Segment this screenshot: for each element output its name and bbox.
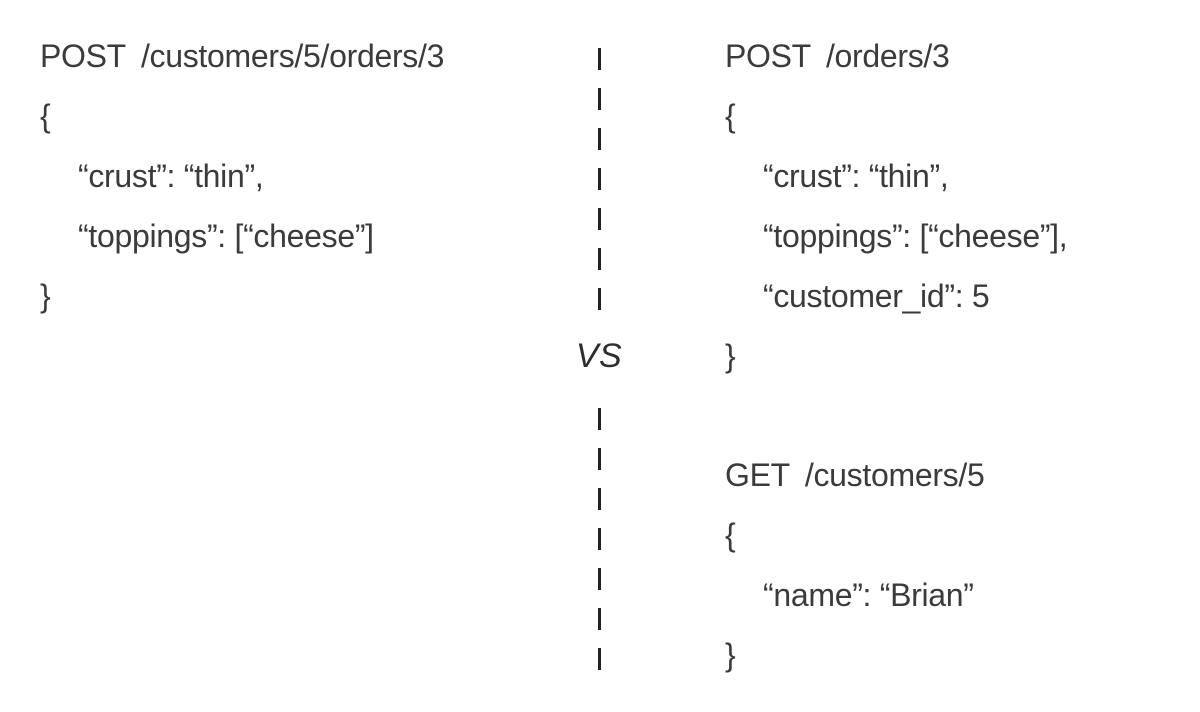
json-property-customer-id: “customer_id”: 5 [763, 278, 990, 314]
request-path: /customers/5 [804, 457, 985, 493]
json-close-brace: } [725, 338, 736, 374]
json-open-brace: { [725, 98, 736, 134]
json-open-brace: { [40, 98, 51, 134]
request-line: POST/customers/5/orders/3 [40, 26, 444, 86]
json-property-name: “name”: “Brian” [763, 577, 974, 613]
request-path: /customers/5/orders/3 [140, 38, 445, 74]
request-line: GET/customers/5 [725, 445, 985, 505]
json-property-toppings: “toppings”: [“cheese”] [78, 218, 374, 254]
json-close-brace: } [40, 278, 51, 314]
nested-route-request: POST/customers/5/orders/3 { “crust”: “th… [40, 26, 444, 326]
get-customer-request: GET/customers/5 { “name”: “Brian” } [725, 445, 985, 685]
http-method: GET [725, 457, 790, 493]
request-line: POST/orders/3 [725, 26, 1067, 86]
flat-route-post-request: POST/orders/3 { “crust”: “thin”, “toppin… [725, 26, 1068, 386]
json-close-brace: } [725, 637, 736, 673]
divider-dashed-line-lower [598, 408, 601, 671]
http-method: POST [40, 38, 126, 74]
json-property-toppings: “toppings”: [“cheese”], [763, 218, 1068, 254]
divider-dashed-line-upper [598, 48, 601, 311]
request-path: /orders/3 [825, 38, 950, 74]
json-property-crust: “crust”: “thin”, [78, 158, 264, 194]
json-property-crust: “crust”: “thin”, [763, 158, 949, 194]
json-open-brace: { [725, 517, 736, 553]
vs-label: VS [575, 337, 623, 375]
http-method: POST [725, 38, 811, 74]
